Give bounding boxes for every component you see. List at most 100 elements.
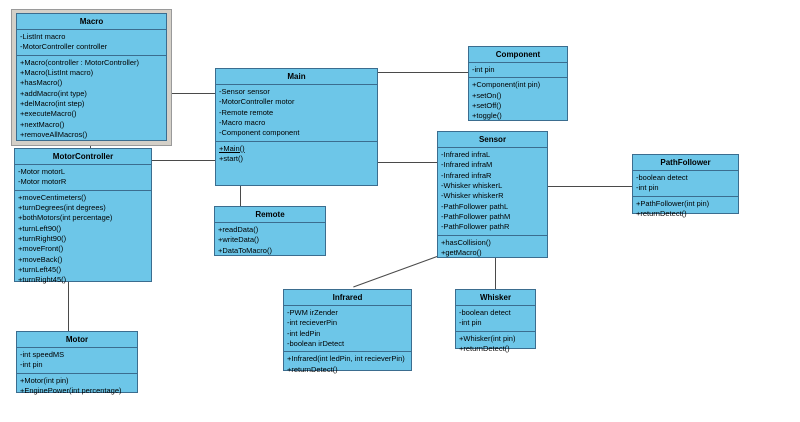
method-row: +start() bbox=[219, 154, 243, 164]
connector-sensor-whisker bbox=[495, 258, 496, 289]
attribute-row: -PathFollower pathR bbox=[441, 222, 510, 232]
attribute-row: -Sensor sensor bbox=[219, 87, 270, 97]
class-methods-motor: +Motor(int pin) +EnginePower(int percent… bbox=[17, 374, 137, 399]
attribute-row: -int pin bbox=[636, 183, 659, 193]
attribute-row: -PathFollower pathM bbox=[441, 212, 511, 222]
method-row: +moveBack() bbox=[18, 254, 63, 264]
method-row: +Macro(ListInt macro) bbox=[20, 68, 94, 78]
class-attributes-macro: -ListInt macro -MotorController controll… bbox=[17, 30, 166, 56]
class-attributes-component: -int pin bbox=[469, 63, 567, 79]
connector-macro-main bbox=[168, 93, 216, 94]
class-methods-component: +Component(int pin) +setOn() +setOff() +… bbox=[469, 78, 567, 123]
class-box-macro[interactable]: Macro -ListInt macro -MotorController co… bbox=[16, 13, 167, 141]
attribute-row: -Motor motorR bbox=[18, 177, 67, 187]
class-title-pathfollower: PathFollower bbox=[633, 155, 738, 172]
connector-main-remote bbox=[240, 186, 241, 206]
class-box-component[interactable]: Component -int pin +Component(int pin) +… bbox=[468, 46, 568, 121]
attribute-row: -int pin bbox=[20, 360, 43, 370]
attribute-row: -MotorController controller bbox=[20, 42, 108, 52]
method-row: +setOff() bbox=[472, 101, 502, 111]
class-title-motor: Motor bbox=[17, 332, 137, 349]
class-box-motor[interactable]: Motor -int speedMS -int pin +Motor(int p… bbox=[16, 331, 138, 395]
method-row: +Component(int pin) bbox=[472, 80, 541, 90]
method-row: +writeData() bbox=[218, 235, 260, 245]
method-row: +Whisker(int pin) bbox=[459, 333, 516, 343]
connector-sensor-pathfollower bbox=[548, 186, 633, 187]
class-box-infrared[interactable]: Infrared -PWM irZender -int recieverPin … bbox=[283, 289, 412, 374]
method-row: +turnDegrees(int degrees) bbox=[18, 203, 106, 213]
method-row: +EnginePower(int percentage) bbox=[20, 386, 122, 396]
method-row: +getMacro() bbox=[441, 248, 482, 258]
method-row: +turnRight45() bbox=[18, 275, 67, 285]
class-title-component: Component bbox=[469, 47, 567, 64]
attribute-row: -int pin bbox=[459, 318, 482, 328]
class-methods-whisker: +Whisker(int pin) +returnDetect() bbox=[456, 332, 535, 357]
class-attributes-sensor: -Infrared infraL -Infrared infraM -Infra… bbox=[438, 148, 547, 236]
method-row: +returnDetect() bbox=[636, 209, 687, 219]
attribute-row: -boolean detect bbox=[636, 173, 688, 183]
method-row: +DataToMacro() bbox=[218, 245, 272, 255]
method-row: +delMacro(int step) bbox=[20, 99, 85, 109]
attribute-row: -int ledPin bbox=[287, 328, 321, 338]
method-row: +Motor(int pin) bbox=[20, 375, 69, 385]
class-box-pathfollower[interactable]: PathFollower -boolean detect -int pin +P… bbox=[632, 154, 739, 218]
class-title-sensor: Sensor bbox=[438, 132, 547, 149]
method-row: +turnRight90() bbox=[18, 234, 67, 244]
method-row-static: +Main() bbox=[219, 143, 245, 153]
class-title-remote: Remote bbox=[215, 207, 325, 224]
method-row: +moveFront() bbox=[18, 244, 64, 254]
connector-sensor-infrared bbox=[353, 255, 440, 288]
method-row: +executeMacro() bbox=[20, 109, 77, 119]
method-row: +readData() bbox=[218, 225, 259, 235]
attribute-row: -Whisker whiskerR bbox=[441, 191, 504, 201]
class-title-macro: Macro bbox=[17, 14, 166, 31]
class-attributes-pathfollower: -boolean detect -int pin bbox=[633, 171, 738, 197]
attribute-row: -PWM irZender bbox=[287, 308, 338, 318]
class-title-motorcontroller: MotorController bbox=[15, 149, 151, 166]
class-methods-macro: +Macro(controller : MotorController) +Ma… bbox=[17, 56, 166, 143]
attribute-row: -ListInt macro bbox=[20, 32, 66, 42]
attribute-row: -MotorController motor bbox=[219, 97, 295, 107]
class-methods-infrared: +Infrared(int ledPin, int recieverPin) +… bbox=[284, 352, 411, 377]
class-box-remote[interactable]: Remote +readData() +writeData() +DataToM… bbox=[214, 206, 326, 256]
connector-main-component bbox=[378, 72, 469, 73]
method-row: +PathFollower(int pin) bbox=[636, 198, 710, 208]
attribute-row: -Infrared infraL bbox=[441, 150, 491, 160]
class-methods-pathfollower: +PathFollower(int pin) +returnDetect() bbox=[633, 197, 738, 222]
method-row: +hasMacro() bbox=[20, 78, 63, 88]
class-methods-main: +Main() +start() bbox=[216, 142, 377, 167]
class-box-main[interactable]: Main -Sensor sensor -MotorController mot… bbox=[215, 68, 378, 186]
method-row: +returnDetect() bbox=[459, 344, 510, 354]
class-methods-sensor: +hasCollision() +getMacro() bbox=[438, 236, 547, 261]
class-attributes-motor: -int speedMS -int pin bbox=[17, 348, 137, 374]
attribute-row: -Component component bbox=[219, 128, 300, 138]
method-row: +Macro(controller : MotorController) bbox=[20, 57, 139, 67]
method-row: +setOn() bbox=[472, 90, 502, 100]
method-row: +nextMacro() bbox=[20, 119, 65, 129]
class-box-sensor[interactable]: Sensor -Infrared infraL -Infrared infraM… bbox=[437, 131, 548, 258]
attribute-row: -PathFollower pathL bbox=[441, 201, 509, 211]
connector-main-sensor bbox=[378, 162, 438, 163]
attribute-row: -boolean irDetect bbox=[287, 339, 345, 349]
class-attributes-main: -Sensor sensor -MotorController motor -R… bbox=[216, 85, 377, 142]
class-methods-remote: +readData() +writeData() +DataToMacro() bbox=[215, 223, 325, 258]
class-attributes-infrared: -PWM irZender -int recieverPin -int ledP… bbox=[284, 306, 411, 353]
class-methods-motorcontroller: +moveCentimeters() +turnDegrees(int degr… bbox=[15, 191, 151, 288]
connector-motorcontroller-motor bbox=[68, 282, 69, 332]
method-row: +turnLeft90() bbox=[18, 223, 62, 233]
class-title-whisker: Whisker bbox=[456, 290, 535, 307]
method-row: +hasCollision() bbox=[441, 237, 491, 247]
attribute-row: -Motor motorL bbox=[18, 167, 66, 177]
method-row: +removeAllMacros() bbox=[20, 130, 88, 140]
attribute-row: -Macro macro bbox=[219, 118, 266, 128]
method-row: +Infrared(int ledPin, int recieverPin) bbox=[287, 354, 405, 364]
class-box-whisker[interactable]: Whisker -boolean detect -int pin +Whiske… bbox=[455, 289, 536, 353]
attribute-row: -Infrared infraR bbox=[441, 170, 492, 180]
attribute-row: -int pin bbox=[472, 65, 495, 75]
method-row: +moveCentimeters() bbox=[18, 192, 87, 202]
method-row: +bothMotors(int percentage) bbox=[18, 213, 113, 223]
class-attributes-whisker: -boolean detect -int pin bbox=[456, 306, 535, 332]
class-title-infrared: Infrared bbox=[284, 290, 411, 307]
class-box-motorcontroller[interactable]: MotorController -Motor motorL -Motor mot… bbox=[14, 148, 152, 284]
